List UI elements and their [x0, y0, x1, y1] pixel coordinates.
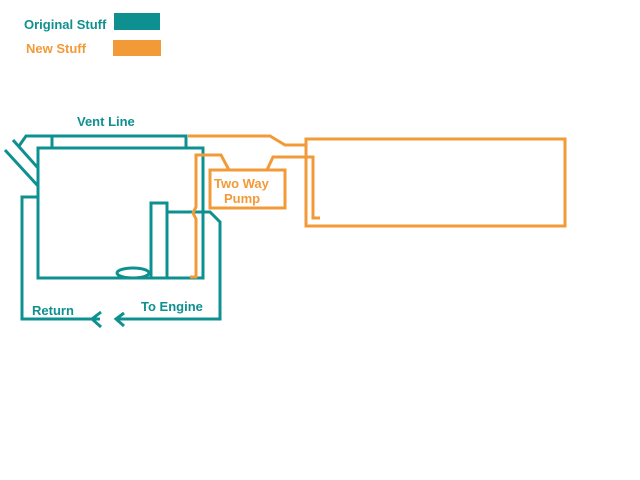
- legend: Original Stuff New Stuff: [24, 13, 161, 56]
- auxiliary-tank: [304, 137, 567, 228]
- aux-tank-line: [265, 155, 320, 220]
- pickup-tube: [149, 201, 169, 278]
- two-way-pump: [208, 168, 287, 210]
- filler-neck-upper: [11, 139, 40, 169]
- pump-label-line2: Pump: [224, 191, 260, 206]
- return-arrow: [89, 310, 102, 329]
- vent-line-label: Vent Line: [77, 114, 135, 129]
- legend-label-original: Original Stuff: [24, 17, 107, 32]
- main-tank-line: [190, 153, 231, 279]
- to-engine-label: To Engine: [141, 299, 203, 314]
- legend-swatch-new: [113, 40, 161, 56]
- legend-label-new: New Stuff: [26, 41, 87, 56]
- new-plumbing: [188, 134, 567, 279]
- vent-line-corner: [17, 134, 52, 147]
- to-engine-arrow: [113, 311, 125, 328]
- original-plumbing: [3, 134, 222, 329]
- feed-line: [116, 210, 222, 321]
- filler-neck-lower: [3, 148, 40, 188]
- return-line: [20, 195, 100, 321]
- vent-line: [50, 134, 188, 148]
- fuel-tank: [36, 146, 205, 280]
- legend-swatch-original: [114, 13, 160, 30]
- return-label: Return: [32, 303, 74, 318]
- new-vent-extension: [188, 134, 306, 147]
- pump-label-line1: Two Way: [214, 176, 270, 191]
- fuel-sender: [115, 266, 151, 280]
